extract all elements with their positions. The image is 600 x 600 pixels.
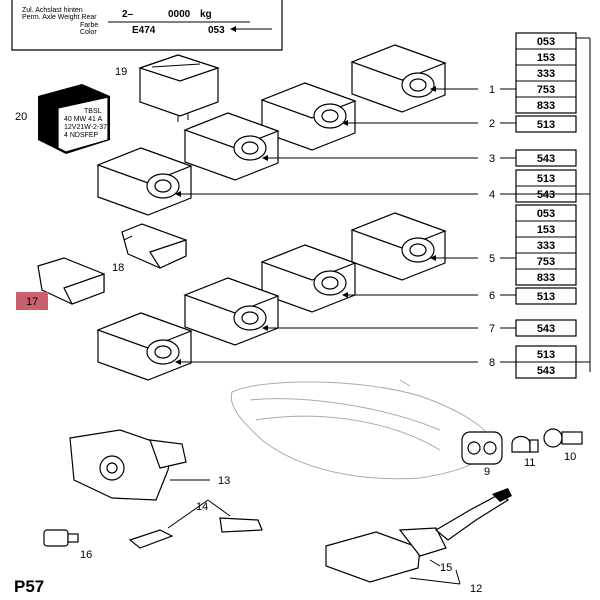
vehicle-info-plate: Zul. Achslast hinten Perm. Axle Weight R…: [11, 0, 283, 51]
relay-19: [138, 54, 220, 122]
part-16: [43, 529, 79, 547]
code-g8-1: 543: [537, 365, 555, 377]
callout-leaders: [500, 88, 590, 363]
code-g7-0: 543: [537, 323, 555, 335]
part-14: [128, 499, 263, 549]
socket-10: [543, 428, 583, 448]
relay-20: TBSL 40 MW 41 A 12V21W-2-37 4 NDSFEP: [38, 84, 110, 154]
callout-1: 1: [489, 84, 495, 96]
switch-5: [350, 212, 478, 281]
switch-7: [183, 277, 478, 346]
code-g1-1: 153: [537, 52, 555, 64]
switch-4: [96, 147, 478, 216]
switch-2: [260, 82, 478, 151]
code-g3-0: 543: [537, 153, 555, 165]
callout-18: 18: [112, 262, 124, 274]
callout-19: 19: [115, 66, 127, 78]
plate-color-label-en: Color: [80, 29, 97, 36]
callout-17: 17: [26, 296, 38, 308]
relay-20-label-4: 4 NDSFEP: [64, 132, 99, 139]
callout-10: 10: [564, 451, 576, 463]
relay-20-label-3: 12V21W-2-37: [64, 124, 107, 131]
callout-8: 8: [489, 357, 495, 369]
switch-8: [96, 312, 478, 381]
code-g8-0: 513: [537, 349, 555, 361]
plate-axle-label-de: Zul. Achslast hinten: [22, 7, 83, 14]
code-g1-0: 053: [537, 36, 555, 48]
code-g1-2: 333: [537, 68, 555, 80]
code-g1-3: 753: [537, 84, 555, 96]
callout-16: 16: [80, 549, 92, 561]
stalk-switch-assembly: [325, 488, 512, 585]
plate-axle-unit: kg: [200, 9, 212, 20]
code-g1-4: 833: [537, 100, 555, 112]
callout-6: 6: [489, 290, 495, 302]
code-g4-0: 513: [537, 173, 555, 185]
code-g5-1: 153: [537, 224, 555, 236]
callout-11: 11: [524, 457, 535, 469]
callout-17-highlight: [16, 292, 48, 310]
callout-2: 2: [489, 118, 495, 130]
switch-1: [350, 44, 478, 113]
code-g6-0: 513: [537, 291, 555, 303]
code-column: 053 153 333 753 833 513 543 513 543 053 …: [515, 32, 591, 379]
callout-20: 20: [15, 111, 27, 123]
callout-9: 9: [484, 466, 490, 478]
callout-7: 7: [489, 323, 495, 335]
bulb-9: [461, 431, 503, 465]
switch-18: [121, 223, 187, 269]
plate-color-value-a: E474: [132, 25, 156, 36]
relay-20-label-1: TBSL: [84, 108, 102, 115]
switch-6: [260, 244, 478, 313]
code-g4-1: 543: [537, 189, 555, 201]
code-g2-0: 513: [537, 119, 555, 131]
plate-axle-value-a: 2–: [122, 9, 134, 20]
callout-13: 13: [218, 475, 230, 487]
callout-3: 3: [489, 153, 495, 165]
housing-13: [69, 429, 210, 501]
plate-color-value-b: 053: [208, 25, 225, 36]
switch-17: [37, 257, 105, 305]
plate-axle-label-en: Perm. Axle Weight Rear: [22, 14, 97, 21]
callout-14: 14: [196, 501, 208, 513]
switch-3: [183, 112, 478, 181]
headlamp-outline: [230, 379, 491, 480]
callout-15: 15: [440, 562, 452, 574]
bulb-11: [511, 435, 539, 453]
plate-axle-value-b: 0000: [168, 9, 191, 20]
relay-20-label-2: 40 MW 41 A: [64, 116, 102, 123]
page-label: P57: [14, 577, 44, 596]
callout-12: 12: [470, 583, 482, 595]
code-g5-0: 053: [537, 208, 555, 220]
code-g5-4: 833: [537, 272, 555, 284]
callout-4: 4: [489, 189, 495, 201]
callout-5: 5: [489, 253, 495, 265]
code-g5-3: 753: [537, 256, 555, 268]
code-g5-2: 333: [537, 240, 555, 252]
plate-color-label-de: Farbe: [80, 22, 98, 29]
